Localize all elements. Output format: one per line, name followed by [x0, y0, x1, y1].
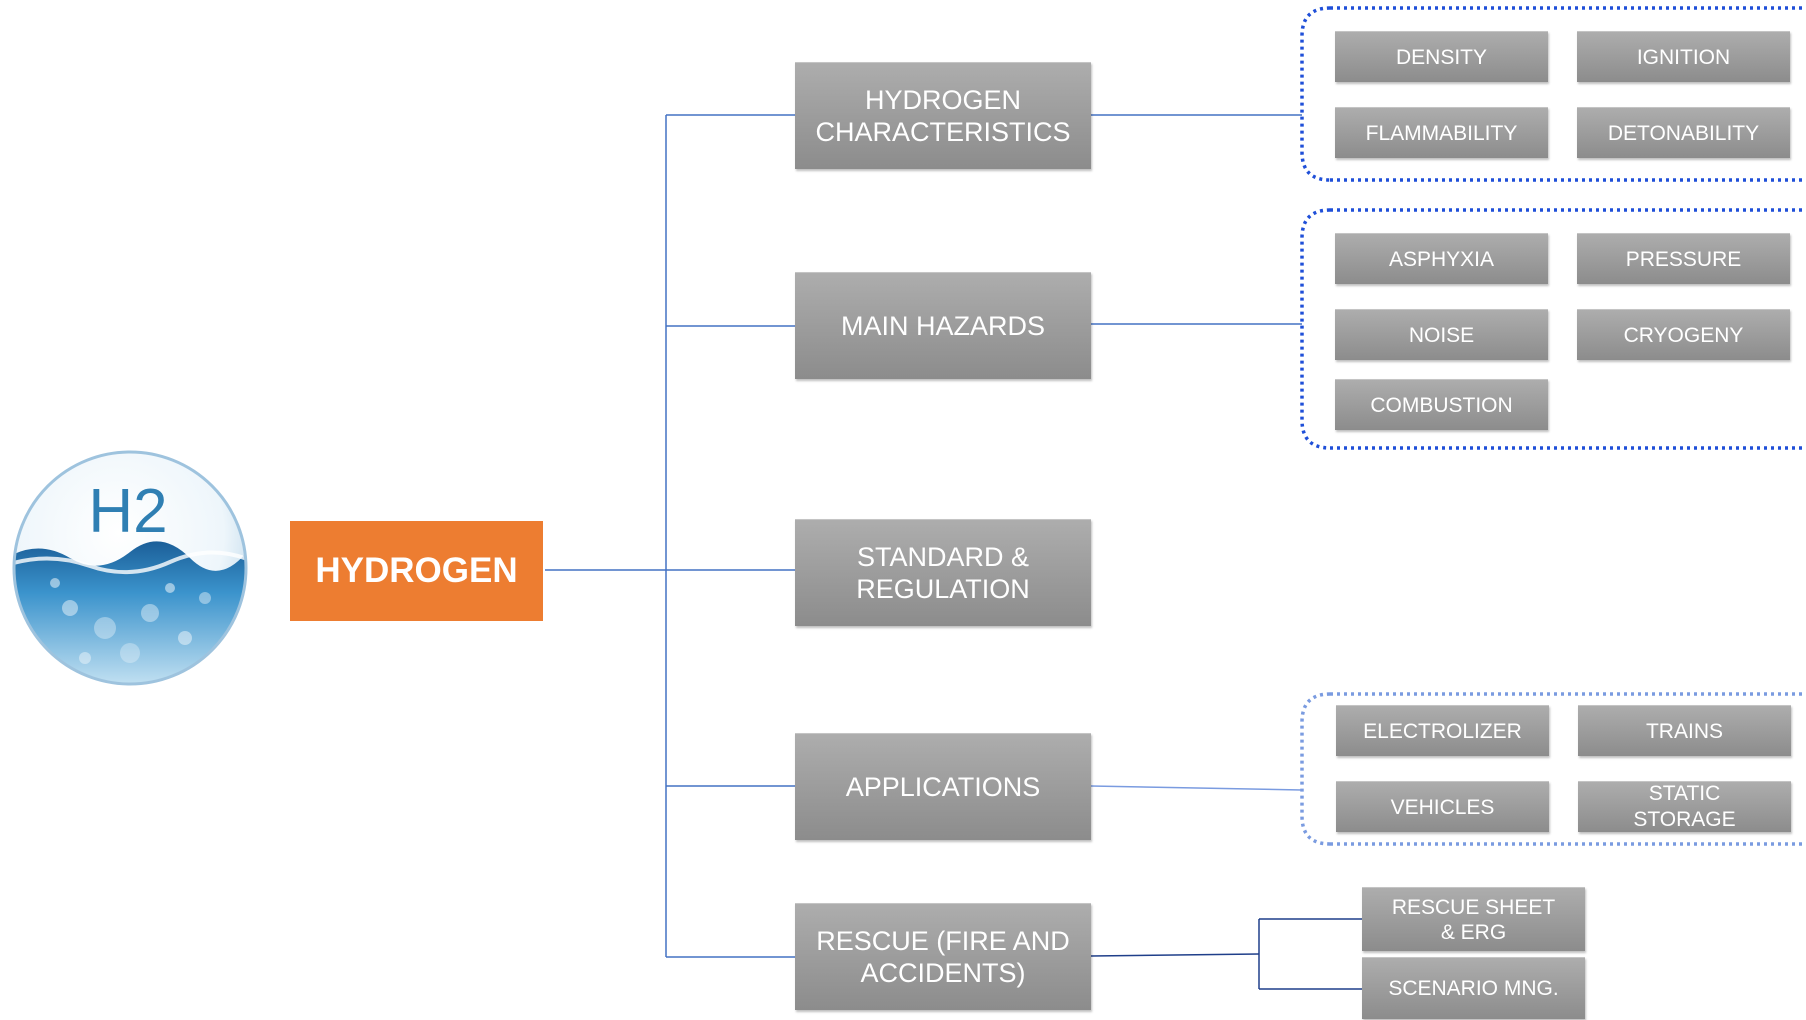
category-label: MAIN HAZARDS: [840, 311, 1046, 341]
item-rescue-sheet[interactable]: RESCUE SHEET & ERG: [1362, 887, 1585, 951]
item-trains[interactable]: TRAINS: [1578, 705, 1791, 756]
item-label: DENSITY: [1395, 45, 1487, 69]
category-label: APPLICATIONS: [845, 772, 1041, 802]
item-scenario-mng[interactable]: SCENARIO MNG.: [1362, 957, 1585, 1019]
item-noise[interactable]: NOISE: [1335, 309, 1548, 360]
connector-rescue: [1090, 953, 1260, 957]
item-label: ASPHYXIA: [1388, 247, 1495, 271]
root-node[interactable]: HYDROGEN: [290, 521, 543, 621]
item-static-storage[interactable]: STATIC STORAGE: [1578, 781, 1791, 832]
category-label: HYDROGEN CHARACTERISTICS: [815, 85, 1071, 147]
item-label: COMBUSTION: [1370, 393, 1513, 417]
category-label: RESCUE (FIRE AND ACCIDENTS): [816, 926, 1070, 988]
item-label: TRAINS: [1645, 719, 1723, 743]
hydrogen-logo: H2: [12, 450, 248, 686]
item-label: DETONABILITY: [1607, 121, 1760, 145]
category-applications[interactable]: APPLICATIONS: [795, 733, 1091, 840]
category-rescue[interactable]: RESCUE (FIRE AND ACCIDENTS): [795, 903, 1091, 1010]
item-label: PRESSURE: [1625, 247, 1742, 271]
category-label: STANDARD & REGULATION: [856, 542, 1030, 604]
item-label: SCENARIO MNG.: [1388, 977, 1559, 1000]
item-label: CRYOGENY: [1623, 323, 1744, 347]
item-ignition[interactable]: IGNITION: [1577, 31, 1790, 82]
connector-group-4: [1090, 785, 1303, 791]
item-electrolizer[interactable]: ELECTROLIZER: [1336, 705, 1549, 756]
group-frame-applications: [1300, 692, 1806, 846]
group-frame-hazards: [1300, 208, 1806, 450]
item-vehicles[interactable]: VEHICLES: [1336, 781, 1549, 832]
item-label: IGNITION: [1636, 45, 1731, 69]
category-main-hazards[interactable]: MAIN HAZARDS: [795, 272, 1091, 379]
category-standard-regulation[interactable]: STANDARD & REGULATION: [795, 519, 1091, 626]
item-cryogeny[interactable]: CRYOGENY: [1577, 309, 1790, 360]
h2-logo-text: H2: [88, 477, 167, 546]
item-label: NOISE: [1408, 323, 1475, 347]
item-density[interactable]: DENSITY: [1335, 31, 1548, 82]
category-characteristics[interactable]: HYDROGEN CHARACTERISTICS: [795, 62, 1091, 169]
item-asphyxia[interactable]: ASPHYXIA: [1335, 233, 1548, 284]
item-label: FLAMMABILITY: [1365, 121, 1518, 145]
item-detonability[interactable]: DETONABILITY: [1577, 107, 1790, 158]
item-label: RESCUE SHEET & ERG: [1391, 895, 1556, 944]
item-label: ELECTROLIZER: [1363, 719, 1522, 743]
item-combustion[interactable]: COMBUSTION: [1335, 379, 1548, 430]
item-label: STATIC STORAGE: [1633, 782, 1736, 831]
item-pressure[interactable]: PRESSURE: [1577, 233, 1790, 284]
item-label: VEHICLES: [1390, 795, 1495, 819]
group-frame-characteristics: [1300, 6, 1806, 182]
item-flammability[interactable]: FLAMMABILITY: [1335, 107, 1548, 158]
